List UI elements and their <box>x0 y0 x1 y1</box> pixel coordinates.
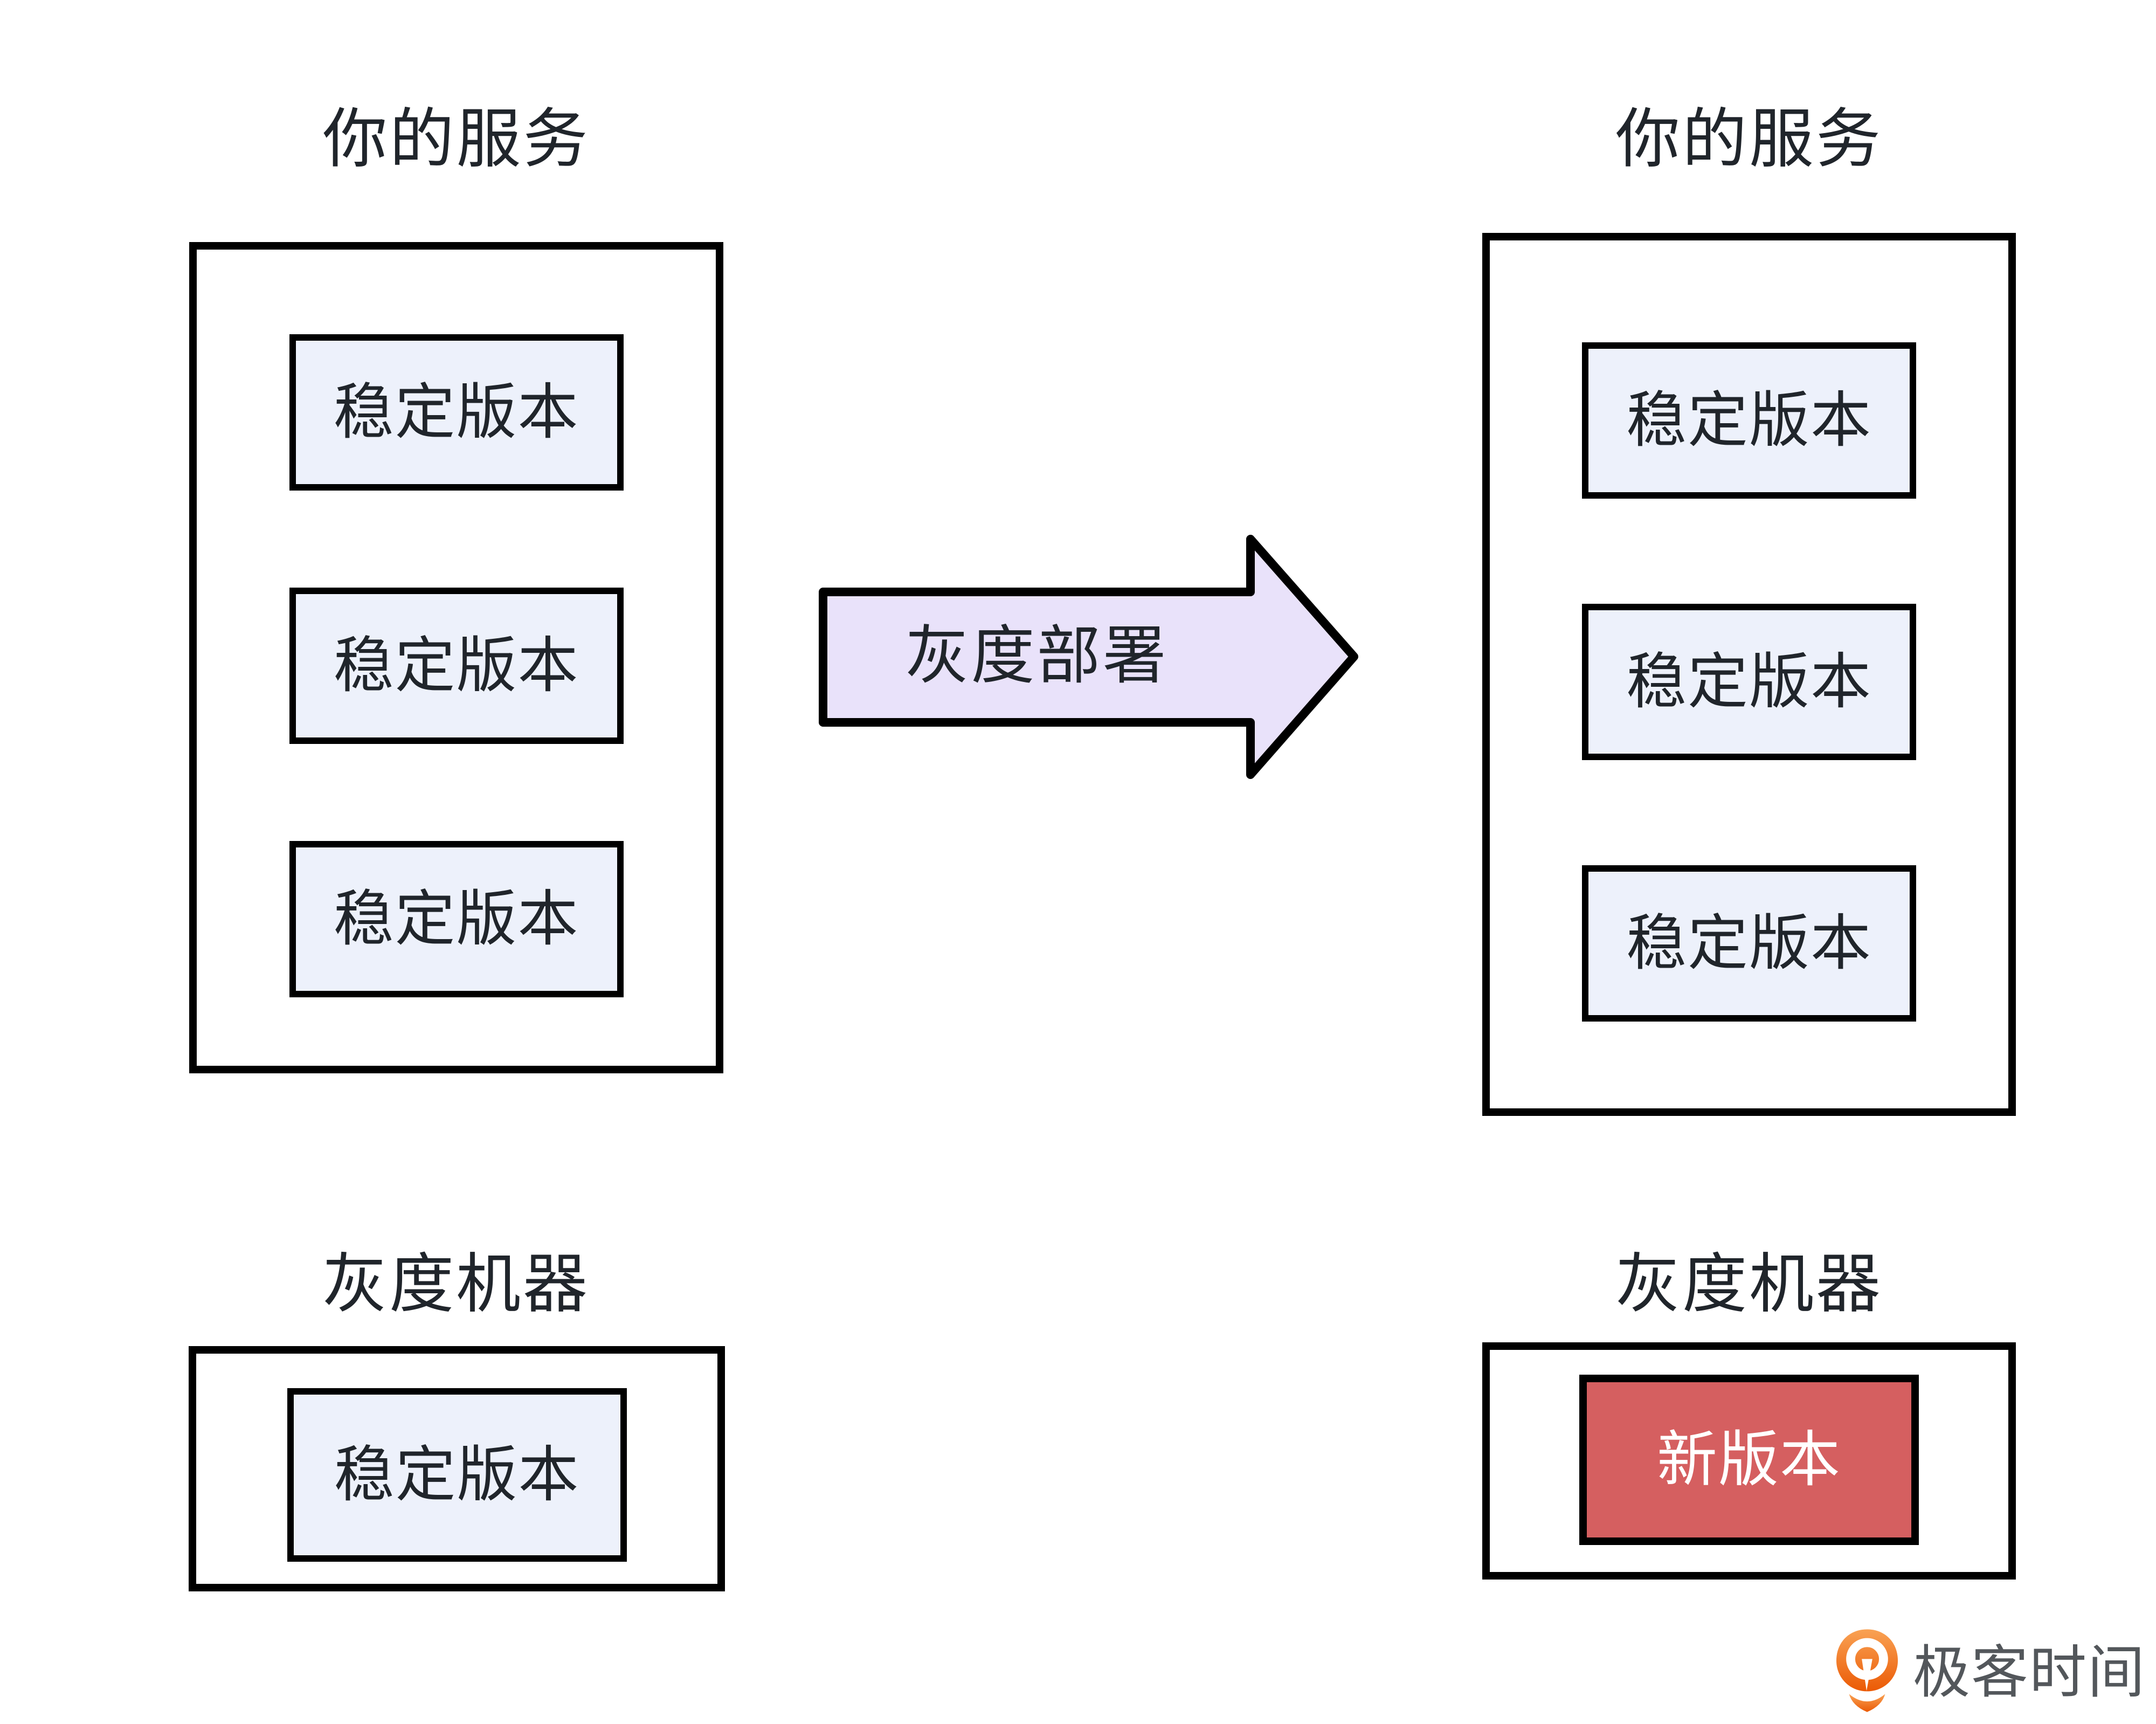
stable-version-box: 稳定版本 <box>287 1388 627 1562</box>
new-version-box: 新版本 <box>1579 1375 1919 1545</box>
stable-version-box: 稳定版本 <box>289 841 624 997</box>
geektime-logo-text: 极客时间 <box>1913 1641 2146 1705</box>
gray-deploy-arrow-label: 灰度部署 <box>905 620 1169 692</box>
service-box-left: 稳定版本 稳定版本 稳定版本 <box>189 242 723 1073</box>
stable-version-box: 稳定版本 <box>289 334 624 491</box>
gray-machine-box-left: 稳定版本 <box>189 1346 725 1591</box>
geektime-pin-icon <box>1836 1629 1898 1712</box>
service-box-right: 稳定版本 稳定版本 稳定版本 <box>1482 233 2016 1116</box>
stable-version-box: 稳定版本 <box>1582 604 1916 760</box>
gray-deploy-arrow <box>819 535 1358 779</box>
stable-version-box: 稳定版本 <box>1582 342 1916 499</box>
right-service-title: 你的服务 <box>1615 103 1883 175</box>
gray-machine-title-right: 灰度机器 <box>1615 1248 1883 1320</box>
geektime-logo: 极客时间 <box>1835 1628 2146 1718</box>
stable-version-box: 稳定版本 <box>289 588 624 744</box>
stable-version-box: 稳定版本 <box>1582 865 1916 1022</box>
gray-machine-box-right: 新版本 <box>1482 1342 2016 1580</box>
gray-machine-title-left: 灰度机器 <box>322 1248 590 1320</box>
left-service-title: 你的服务 <box>322 103 590 175</box>
